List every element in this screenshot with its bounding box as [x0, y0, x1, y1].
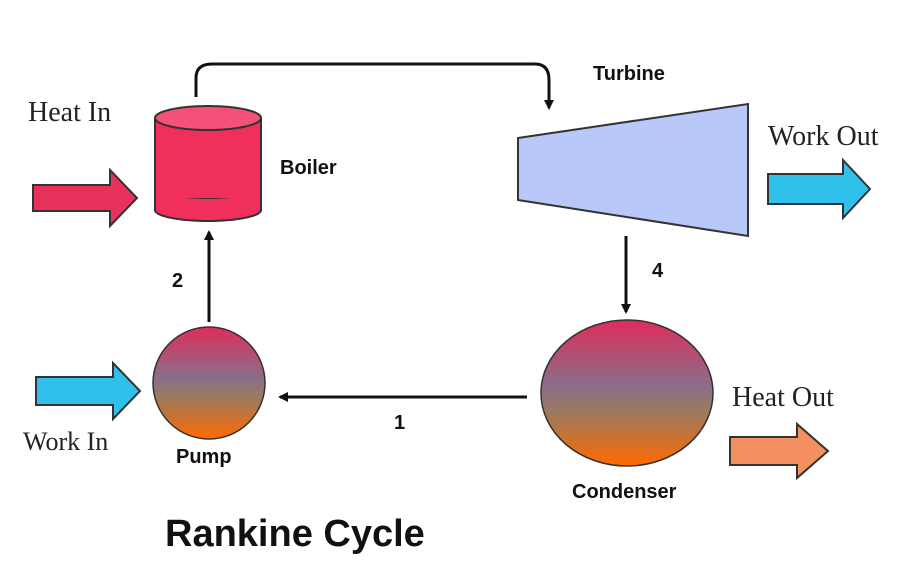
turbine-shape: [517, 102, 749, 238]
state-point-2: 2: [172, 270, 183, 292]
work-in-arrow: [35, 360, 142, 422]
work-out-arrow: [767, 157, 872, 221]
pump-label: Pump: [176, 446, 232, 468]
heat-out-label: Heat Out: [732, 382, 834, 413]
flow-arrow-boiler-to-turbine: [194, 62, 554, 110]
condenser-circle: [540, 319, 714, 467]
heat-in-label: Heat In: [28, 97, 111, 128]
state-point-1: 1: [394, 412, 405, 434]
work-in-label: Work In: [23, 427, 108, 456]
pump-circle: [152, 326, 266, 440]
turbine-label: Turbine: [593, 63, 665, 85]
boiler-cylinder: [154, 105, 262, 222]
heat-in-arrow: [32, 167, 139, 229]
state-point-4: 4: [652, 260, 664, 282]
condenser-label: Condenser: [572, 481, 677, 503]
boiler-label: Boiler: [280, 157, 337, 179]
diagram-title: Rankine Cycle: [165, 513, 425, 555]
work-out-label: Work Out: [768, 121, 879, 152]
heat-out-arrow: [729, 421, 830, 481]
